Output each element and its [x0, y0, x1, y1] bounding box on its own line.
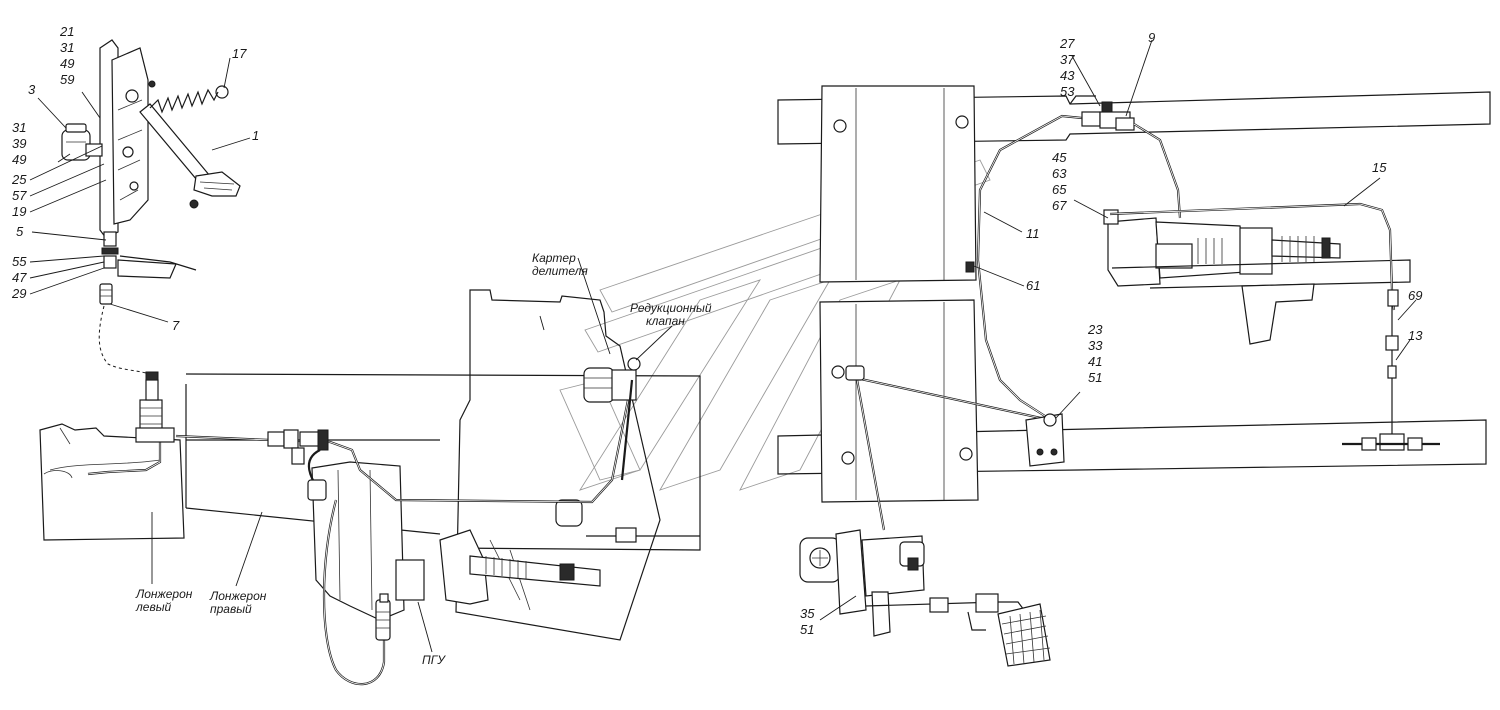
- callout-45: 45: [1052, 150, 1067, 165]
- callout-67: 67: [1052, 198, 1067, 213]
- fitting-9: [1081, 101, 1182, 219]
- clutch-pedal-assembly: [61, 39, 241, 379]
- captions: Картер делителя Редукционный клапан Лонж…: [135, 251, 712, 667]
- callout-29: 29: [11, 286, 26, 301]
- caption-splitter-housing-line2: делителя: [532, 264, 588, 278]
- caption-right-member-line2: правый: [210, 602, 252, 616]
- callout-19: 19: [12, 204, 26, 219]
- callout-21: 21: [59, 24, 74, 39]
- callout-51: 51: [800, 622, 814, 637]
- callout-15: 15: [1372, 160, 1387, 175]
- callout-53: 53: [1060, 84, 1075, 99]
- callout-27: 27: [1059, 36, 1075, 51]
- crossmember: [819, 85, 979, 503]
- hydraulic-line-main: [87, 371, 634, 504]
- callout-59: 59: [60, 72, 74, 87]
- callout-3: 3: [28, 82, 36, 97]
- caption-right-member-line1: Лонжерон: [209, 589, 267, 603]
- callout-17: 17: [232, 46, 247, 61]
- caption-splitter-housing-line1: Картер: [532, 251, 576, 265]
- caption-reduction-valve-line2: клапан: [646, 314, 685, 328]
- callout-11: 11: [1026, 226, 1040, 241]
- caption-pgu: ПГУ: [422, 653, 446, 667]
- callout-23: 23: [1087, 322, 1103, 337]
- callout-25: 25: [11, 172, 27, 187]
- callout-1: 1: [252, 128, 259, 143]
- callout-55: 55: [12, 254, 27, 269]
- callout-31: 31: [60, 40, 74, 55]
- callout-5: 5: [16, 224, 24, 239]
- callout-37: 37: [1060, 52, 1075, 67]
- callout-65: 65: [1052, 182, 1067, 197]
- callout-61: 61: [1026, 278, 1040, 293]
- callout-39: 39: [12, 136, 26, 151]
- callout-49: 49: [12, 152, 26, 167]
- caption-left-member-line1: Лонжерон: [135, 587, 193, 601]
- callout-51: 51: [1088, 370, 1102, 385]
- left-side-member: [39, 423, 185, 541]
- callout-57: 57: [12, 188, 27, 203]
- callout-69: 69: [1408, 288, 1422, 303]
- callout-35: 35: [800, 606, 815, 621]
- callout-7: 7: [172, 318, 180, 333]
- callout-labels: 21 31 49 59 3 31 39 49 25 57 19 5 55 47 …: [11, 24, 1423, 637]
- callout-63: 63: [1052, 166, 1067, 181]
- hydraulic-line-right: [855, 114, 1083, 467]
- caption-reduction-valve-line1: Редукционный: [630, 301, 712, 315]
- reduction-valve: [583, 357, 700, 543]
- hydraulic-line-15: [1109, 202, 1440, 451]
- callout-33: 33: [1088, 338, 1103, 353]
- clutch-booster-pgu: [311, 461, 601, 686]
- caption-left-member-line2: левый: [135, 600, 172, 614]
- callout-43: 43: [1060, 68, 1075, 83]
- callout-49: 49: [60, 56, 74, 71]
- lower-pedal-assembly: [799, 365, 1051, 667]
- callout-41: 41: [1088, 354, 1102, 369]
- callout-31: 31: [12, 120, 26, 135]
- leader-lines: [29, 39, 1417, 653]
- callout-47: 47: [12, 270, 27, 285]
- clutch-booster-right: [1103, 209, 1411, 345]
- callout-13: 13: [1408, 328, 1423, 343]
- callout-9: 9: [1148, 30, 1155, 45]
